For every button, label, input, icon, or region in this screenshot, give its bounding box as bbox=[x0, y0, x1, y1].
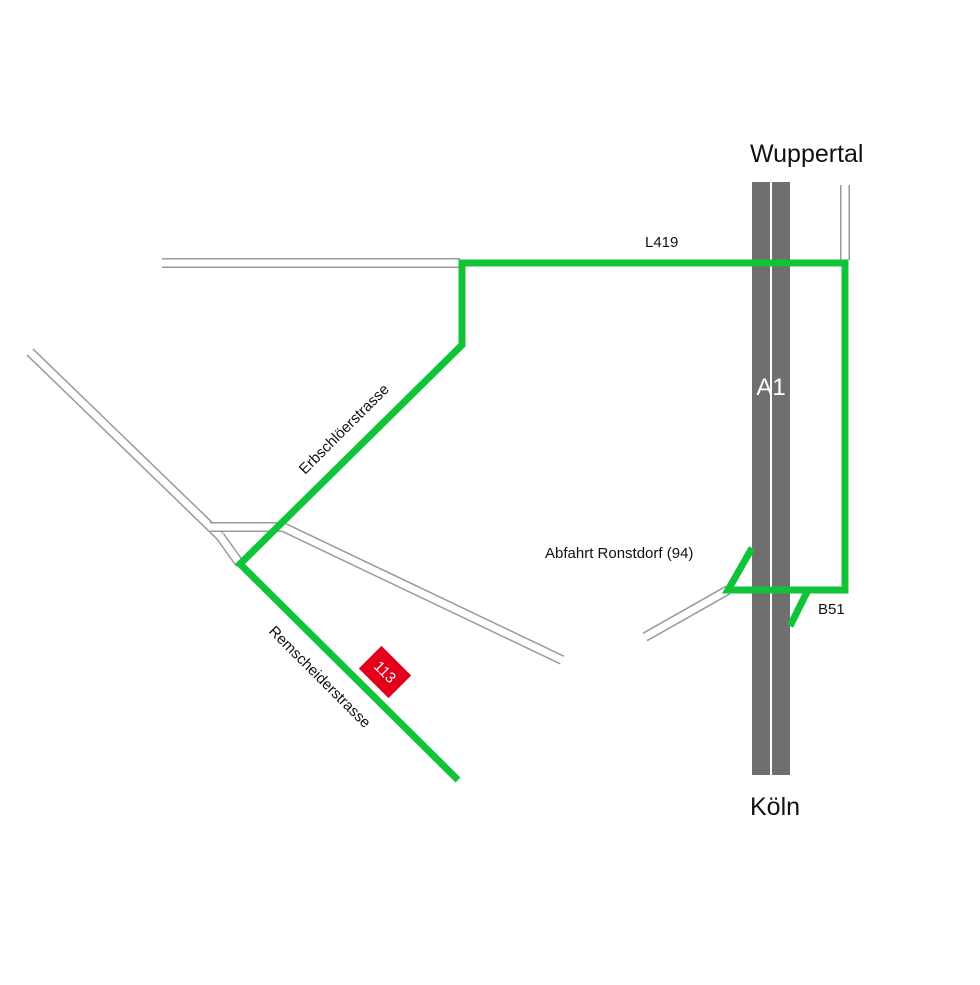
destination-marker: 113 bbox=[358, 645, 412, 699]
exit-label: Abfahrt Ronstdorf (94) bbox=[545, 545, 693, 562]
route-b51-ramp bbox=[786, 588, 812, 628]
a1-highway-label: A1 bbox=[756, 374, 785, 401]
minor-road-west-of-exit bbox=[642, 585, 731, 642]
road-label-l419: L419 bbox=[645, 234, 678, 251]
minor-road-northwest-diagonal bbox=[26, 348, 224, 540]
minor-roads bbox=[26, 185, 850, 665]
minor-road-connector bbox=[215, 533, 245, 567]
route-main bbox=[235, 259, 849, 783]
a1-highway bbox=[752, 182, 790, 775]
destination-south-label: Köln bbox=[750, 793, 800, 821]
destination-marker-box bbox=[358, 645, 412, 699]
destination-north-label: Wuppertal bbox=[750, 140, 864, 168]
route-path bbox=[235, 259, 849, 783]
road-label-b51: B51 bbox=[818, 601, 845, 618]
minor-road-east-diagonal bbox=[210, 522, 565, 665]
